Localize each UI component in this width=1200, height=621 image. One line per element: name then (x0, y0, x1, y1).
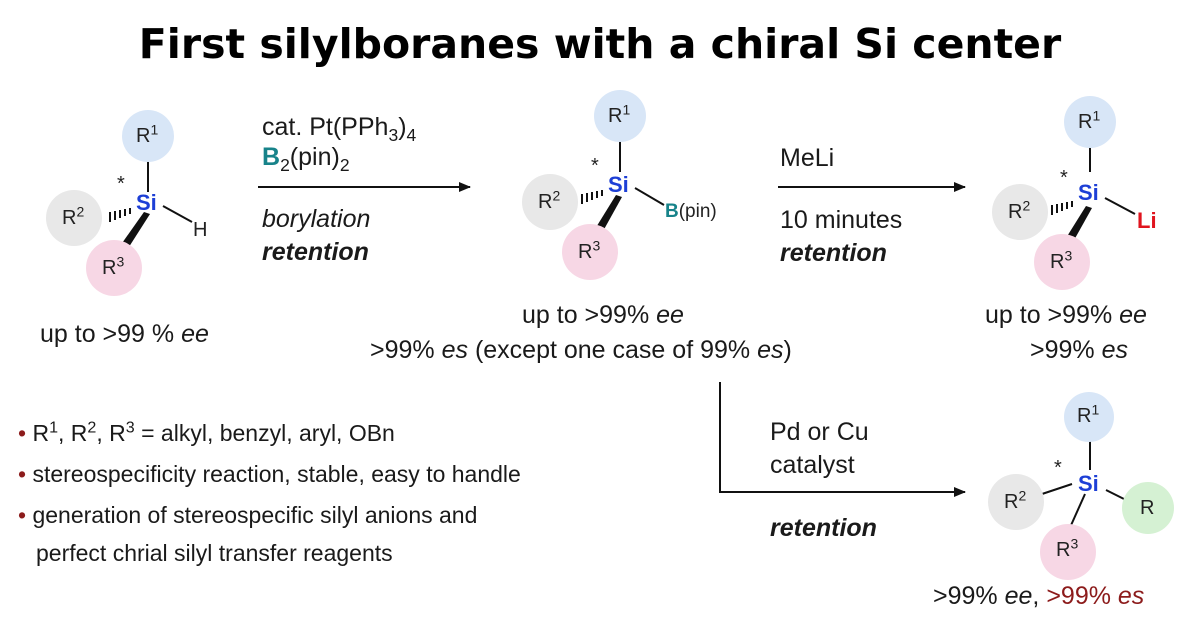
catalyst-label: cat. Pt(PPh3)4 (262, 113, 417, 145)
time-label: 10 minutes (780, 206, 903, 234)
lithio-wedge-r3 (1066, 206, 1092, 242)
r2-circle (46, 190, 102, 246)
lithio-hash-r2 (1051, 201, 1073, 215)
r-circle (1122, 482, 1174, 534)
si-atom: Si (608, 172, 629, 197)
borylation-label: borylation (262, 205, 371, 233)
bullet-dot: • (18, 420, 27, 446)
r2-circle (992, 184, 1048, 240)
start-hash-r2 (109, 208, 131, 222)
r-label: R (1140, 497, 1155, 519)
r3-circle (1040, 524, 1096, 580)
bullet-dot: • (18, 461, 27, 487)
r1-circle (122, 110, 174, 162)
step3-retention-label: retention (770, 514, 877, 542)
meli-label: MeLi (780, 144, 835, 172)
r2-label: R2 (1008, 197, 1031, 223)
boryl-hash-r2 (581, 190, 603, 204)
si-atom: Si (136, 190, 157, 215)
bullet-dot: • (18, 502, 27, 528)
r1-label: R1 (1078, 107, 1101, 133)
bullet-stereospecificity: • stereospecificity reaction, stable, ea… (18, 461, 521, 487)
r3-label: R3 (1056, 535, 1079, 561)
boryl-wedge-r3 (595, 195, 622, 233)
boryl-es-result: >99% es (except one case of 99% es) (370, 336, 792, 364)
si-atom: Si (1078, 180, 1099, 205)
boryl-bond-b (634, 187, 665, 206)
lithio-es-result: >99% es (1030, 336, 1128, 364)
start-bond-h (162, 205, 193, 223)
r3-label: R3 (1050, 247, 1073, 273)
r3-circle (562, 224, 618, 280)
step1-retention-label: retention (262, 238, 369, 266)
r3-circle (86, 240, 142, 296)
stereocenter-star: * (117, 173, 125, 195)
start-wedge-r3 (120, 212, 150, 250)
stereocenter-star: * (591, 155, 599, 177)
boryl-ee-result: up to >99% ee (522, 301, 684, 329)
page-title: First silylboranes with a chiral Si cent… (138, 20, 1062, 68)
lithio-ee-result: up to >99% ee (985, 301, 1147, 329)
coupled-bond-r2 (1041, 483, 1073, 495)
bullet-generation: • generation of stereospecific silyl ani… (18, 502, 478, 528)
r3-label: R3 (578, 237, 601, 263)
si-atom: Si (1078, 471, 1099, 496)
r3-label: R3 (102, 253, 125, 279)
b2pin2-label: B2(pin)2 (262, 143, 350, 175)
r1-circle (1064, 96, 1116, 148)
r1-circle (1064, 392, 1114, 442)
bullet-substituents: • R1, R2, R3 = alkyl, benzyl, aryl, OBn (18, 418, 395, 446)
start-ee-result: up to >99 % ee (40, 320, 209, 348)
step2-retention-label: retention (780, 239, 887, 267)
r2-label: R2 (538, 187, 561, 213)
stereocenter-star: * (1054, 457, 1062, 479)
lithio-bond-li (1104, 197, 1136, 215)
li-atom: Li (1137, 208, 1157, 233)
catalyst-line1: Pd or Cu (770, 418, 869, 446)
coupled-result: >99% ee, >99% es (933, 582, 1145, 610)
catalyst-line2: catalyst (770, 451, 855, 479)
stereocenter-star: * (1060, 167, 1068, 189)
r1-circle (594, 90, 646, 142)
r3-circle (1034, 234, 1090, 290)
h-atom: H (193, 219, 208, 241)
r2-label: R2 (62, 203, 85, 229)
bpin-group: B(pin) (665, 201, 717, 222)
r1-label: R1 (608, 101, 631, 127)
r1-label: R1 (1077, 401, 1100, 427)
r2-circle (988, 474, 1044, 530)
arrow-step3 (719, 382, 966, 497)
r2-circle (522, 174, 578, 230)
r1-label: R1 (136, 121, 159, 147)
bullet-generation-cont: perfect chrial silyl transfer reagents (36, 540, 393, 566)
r2-label: R2 (1004, 487, 1027, 513)
